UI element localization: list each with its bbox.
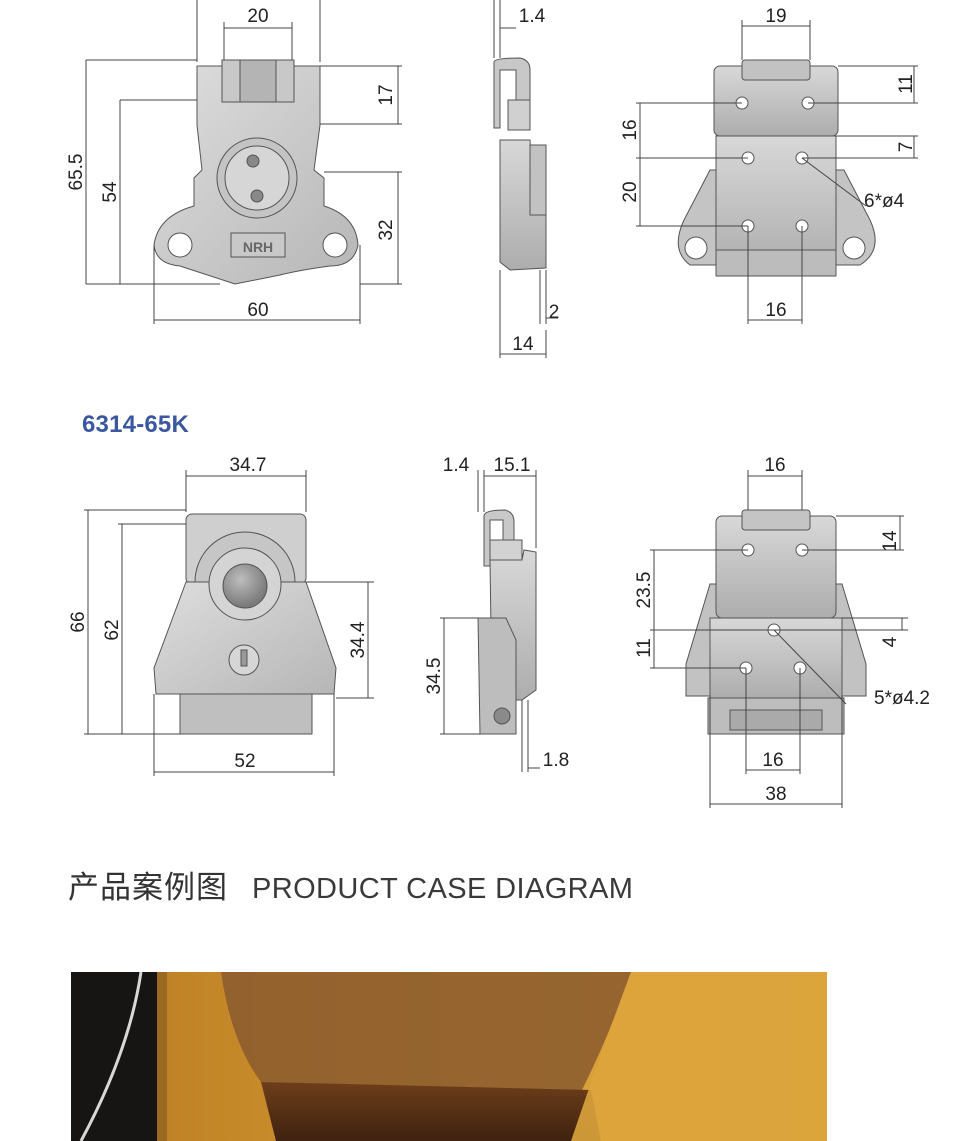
top-back-dim-7: 7 xyxy=(896,142,917,153)
top-back-dim-20: 20 xyxy=(620,181,641,202)
top-side-dim-1-4: 1.4 xyxy=(519,6,546,27)
top-front-dim-54: 54 xyxy=(100,181,121,203)
bottom-back-dim-16-top: 16 xyxy=(764,455,785,476)
top-front-dim-32: 32 xyxy=(376,219,397,240)
bottom-front-dim-62: 62 xyxy=(102,619,123,640)
top-side-dim-14: 14 xyxy=(512,334,534,355)
top-back-dim-16-horiz: 16 xyxy=(765,300,786,321)
top-back-dim-19: 19 xyxy=(765,6,786,27)
section-heading: 产品案例图 PRODUCT CASE DIAGRAM xyxy=(68,862,633,907)
top-side-dim-lines xyxy=(493,0,558,358)
bottom-side-dim-1-8: 1.8 xyxy=(543,750,569,771)
bottom-front-dim-34-7: 34.7 xyxy=(230,455,267,476)
section-title-en: PRODUCT CASE DIAGRAM xyxy=(252,873,634,905)
bottom-back-dim-lines xyxy=(650,470,908,808)
product-case-photo-image xyxy=(71,972,827,1141)
top-front-dim-60: 60 xyxy=(247,300,268,321)
top-back-dim-11: 11 xyxy=(896,74,917,94)
bottom-front-dim-lines xyxy=(84,470,374,776)
bottom-side-view xyxy=(477,509,537,735)
product-case-photo xyxy=(71,972,827,1141)
bottom-front-dim-34-4: 34.4 xyxy=(348,621,369,658)
bottom-back-view xyxy=(685,509,867,735)
bottom-back-dim-23-5: 23.5 xyxy=(634,572,655,609)
model-label: 6314-65K xyxy=(82,411,190,438)
top-front-dim-17: 17 xyxy=(376,84,397,105)
bottom-back-dim-14: 14 xyxy=(880,530,901,552)
top-side-view xyxy=(493,57,547,271)
bottom-side-dim-15-1: 15.1 xyxy=(494,455,531,476)
bottom-back-dim-38: 38 xyxy=(765,784,786,805)
bottom-back-dim-11: 11 xyxy=(634,638,655,658)
bottom-side-dim-lines xyxy=(440,470,540,772)
bottom-front-dim-52: 52 xyxy=(234,751,255,772)
top-side-dim-2: 2 xyxy=(549,302,560,323)
bottom-back-dim-4: 4 xyxy=(880,636,901,647)
top-front-dim-lines xyxy=(85,0,402,324)
technical-drawing: NRH 20 17 65.5 54 32 60 1.4 2 14 xyxy=(66,0,930,808)
bottom-front-view xyxy=(153,513,337,735)
bottom-side-dim-1-4: 1.4 xyxy=(443,455,470,476)
top-back-dim-16-vert: 16 xyxy=(620,119,641,140)
bottom-side-dim-34-5: 34.5 xyxy=(424,658,445,695)
top-front-view xyxy=(153,59,359,285)
top-back-dim-holes: 6*ø4 xyxy=(864,191,905,212)
section-title-cn: 产品案例图 xyxy=(68,870,228,906)
top-front-dim-65-5: 65.5 xyxy=(66,154,87,191)
top-back-dim-lines xyxy=(636,20,918,324)
bottom-front-dim-66: 66 xyxy=(68,611,89,632)
bottom-back-dim-16-bottom: 16 xyxy=(762,750,783,771)
bottom-back-dim-holes: 5*ø4.2 xyxy=(874,688,930,709)
top-back-view xyxy=(677,59,876,277)
top-front-dim-width-20: 20 xyxy=(247,6,268,27)
top-front-logo: NRH xyxy=(243,239,273,255)
